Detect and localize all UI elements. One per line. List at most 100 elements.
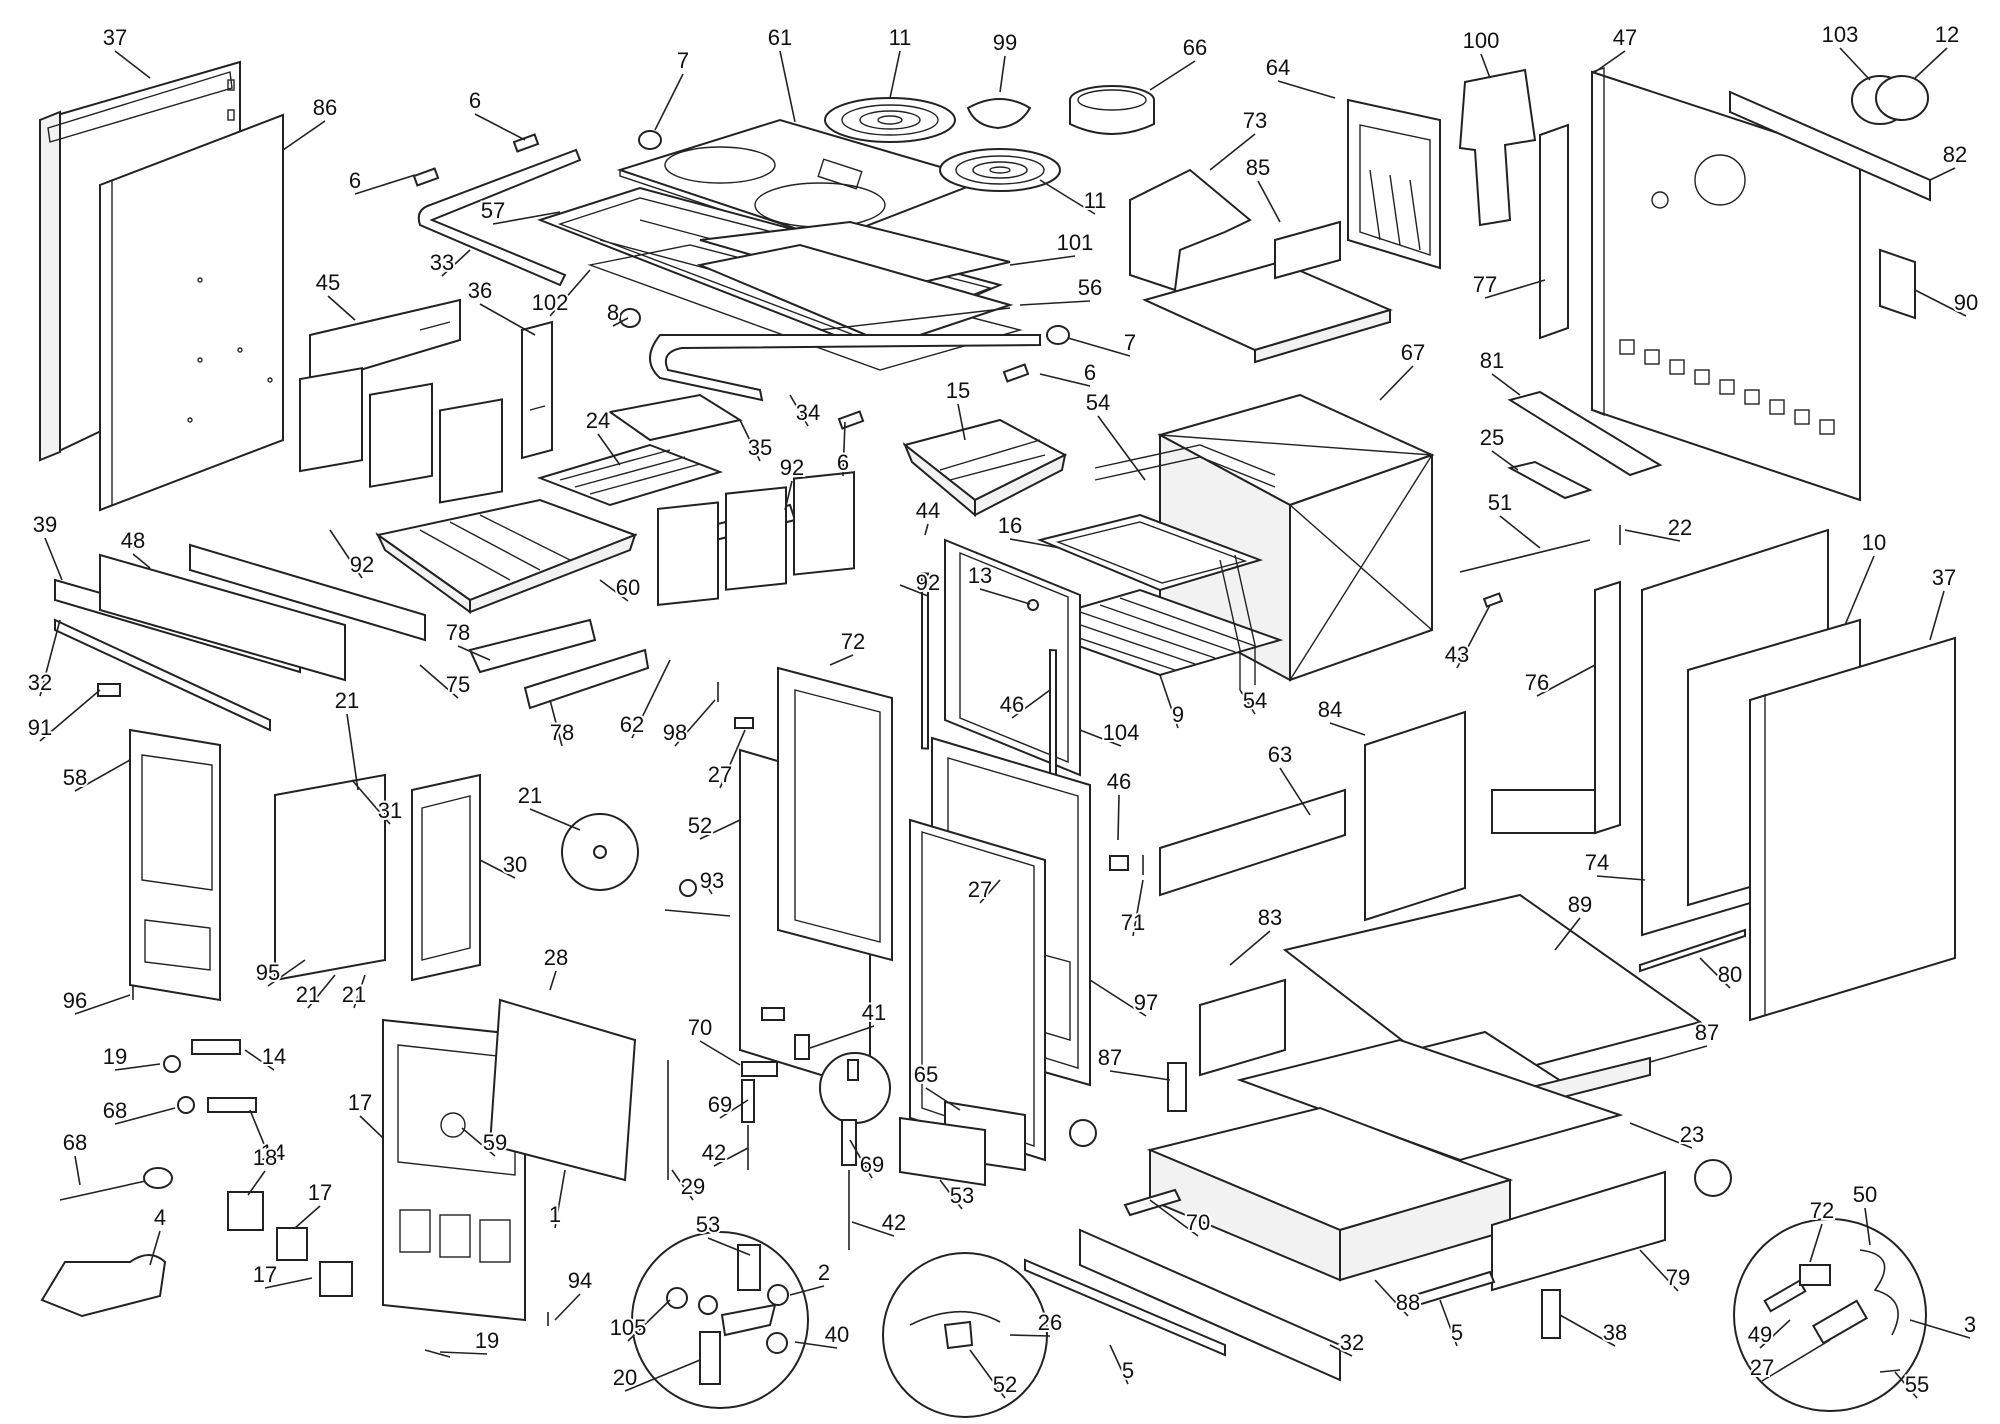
callout-leader-12 <box>1914 47 1948 79</box>
callout-leader-33 <box>441 249 471 277</box>
callout-leader-16 <box>1009 538 1061 549</box>
callout-leader-21 <box>529 808 581 831</box>
callout-leader-78 <box>457 645 491 661</box>
callout-leader-30 <box>479 859 516 879</box>
callout-leader-8 <box>612 317 629 327</box>
callout-number-14: 14 <box>261 1140 285 1165</box>
callout-leader-77 <box>1484 279 1546 299</box>
part-81-bracket <box>1507 390 1663 477</box>
callout-number-19: 19 <box>103 1044 127 1069</box>
callout-leader-86 <box>282 120 326 151</box>
part-78-deflector-b <box>523 648 650 710</box>
callout-number-80: 80 <box>1718 962 1742 987</box>
part-56-frame <box>696 243 1014 347</box>
callout-leader-79 <box>1639 1249 1679 1292</box>
callout-number-88: 88 <box>1396 1290 1420 1315</box>
callout-number-87: 87 <box>1695 1020 1719 1045</box>
callout-number-69: 69 <box>860 1152 884 1177</box>
part-65-ash-door <box>899 1116 986 1187</box>
callout-number-78: 78 <box>550 720 574 745</box>
part-31-glass-a <box>274 773 386 982</box>
callout-number-70: 70 <box>1186 1210 1210 1235</box>
callout-number-94: 94 <box>568 1268 592 1293</box>
callout-number-21: 21 <box>342 982 366 1007</box>
callout-leader-27 <box>719 729 746 789</box>
callout-number-27: 27 <box>1750 1355 1774 1380</box>
callout-leader-88 <box>1374 1279 1409 1317</box>
callout-number-3: 3 <box>1964 1312 1976 1337</box>
part-17-plate-c <box>319 1261 353 1297</box>
callout-leader-6 <box>842 421 846 477</box>
callout-number-72: 72 <box>841 629 865 654</box>
callout-leader-39 <box>44 537 63 581</box>
callout-leader-41 <box>809 1025 875 1049</box>
callout-number-59: 59 <box>483 1130 507 1155</box>
callout-number-11: 11 <box>889 25 912 50</box>
part-100-sleeve <box>1458 68 1537 227</box>
callout-leader-11 <box>1039 179 1096 215</box>
callout-leader-21 <box>346 713 359 791</box>
callout-number-28: 28 <box>544 945 568 970</box>
callout-leader-7 <box>1067 337 1131 357</box>
part-30-glass-b <box>411 773 481 982</box>
callout-leader-76 <box>1536 664 1596 697</box>
callout-number-41: 41 <box>862 1000 886 1025</box>
callout-leader-17 <box>359 1115 384 1139</box>
callout-leader-69 <box>719 1099 749 1119</box>
part-71-clip-a <box>761 1007 785 1021</box>
part-68-plate-b <box>207 1097 257 1113</box>
part-6-clip-b <box>412 167 440 187</box>
callout-number-95: 95 <box>256 960 280 985</box>
part-28-spring <box>424 1349 451 1358</box>
callout-number-47: 47 <box>1613 25 1637 50</box>
callout-leader-22 <box>1624 529 1681 542</box>
callout-leader-84 <box>1329 722 1366 736</box>
part-62-door-frame-inner <box>794 689 881 943</box>
callout-leader-45 <box>327 295 356 321</box>
part-72-clip <box>734 717 754 729</box>
part-18-glove <box>40 1254 167 1318</box>
callout-leader-54 <box>1239 689 1256 715</box>
callout-number-97: 97 <box>1134 990 1158 1015</box>
callout-leader-98 <box>674 699 716 747</box>
callout-number-7: 7 <box>677 48 689 73</box>
callout-number-100: 100 <box>1463 28 1500 53</box>
part-drawings <box>39 60 1956 1418</box>
part-49-spring <box>1859 1249 1899 1336</box>
callout-leader-49 <box>1759 1319 1791 1349</box>
part-77-strip <box>1539 123 1569 340</box>
callout-number-23: 23 <box>1680 1122 1704 1147</box>
callout-number-45: 45 <box>316 270 340 295</box>
callout-number-57: 57 <box>481 198 505 223</box>
callout-leader-27 <box>1761 1339 1831 1382</box>
part-42-hinge-rod-a <box>741 1079 755 1123</box>
part-70-hinge-plate-a <box>1167 1062 1187 1112</box>
callout-number-68: 68 <box>63 1130 87 1155</box>
part-58-upper-door <box>129 728 221 1002</box>
callout-number-91: 91 <box>28 715 52 740</box>
part-6-clip-d <box>837 410 865 430</box>
callout-number-42: 42 <box>882 1210 906 1235</box>
callout-number-43: 43 <box>1445 642 1469 667</box>
part-64-back-plate <box>1347 98 1441 270</box>
callout-leader-105 <box>627 1299 671 1342</box>
callout-leader-5 <box>1109 1344 1129 1385</box>
callout-number-69: 69 <box>708 1092 732 1117</box>
part-89-strip <box>1639 928 1746 973</box>
callout-number-5: 5 <box>1451 1320 1463 1345</box>
part-48-rail <box>99 553 346 682</box>
callout-leader-69 <box>849 1139 873 1179</box>
callout-number-32: 32 <box>28 670 52 695</box>
callout-leader-99 <box>999 55 1006 93</box>
part-59-lower-door <box>382 1018 526 1322</box>
callout-number-53: 53 <box>950 1183 974 1208</box>
callout-leader-25 <box>1491 450 1519 471</box>
callout-number-62: 62 <box>620 712 644 737</box>
callout-number-15: 15 <box>946 378 970 403</box>
part-97-gasket-frame <box>909 818 1046 1162</box>
callout-number-22: 22 <box>1668 515 1692 540</box>
callout-leader-68 <box>114 1107 176 1125</box>
callout-number-40: 40 <box>825 1322 849 1347</box>
callout-leader-91 <box>39 689 101 742</box>
callout-leader-104 <box>1079 729 1122 747</box>
